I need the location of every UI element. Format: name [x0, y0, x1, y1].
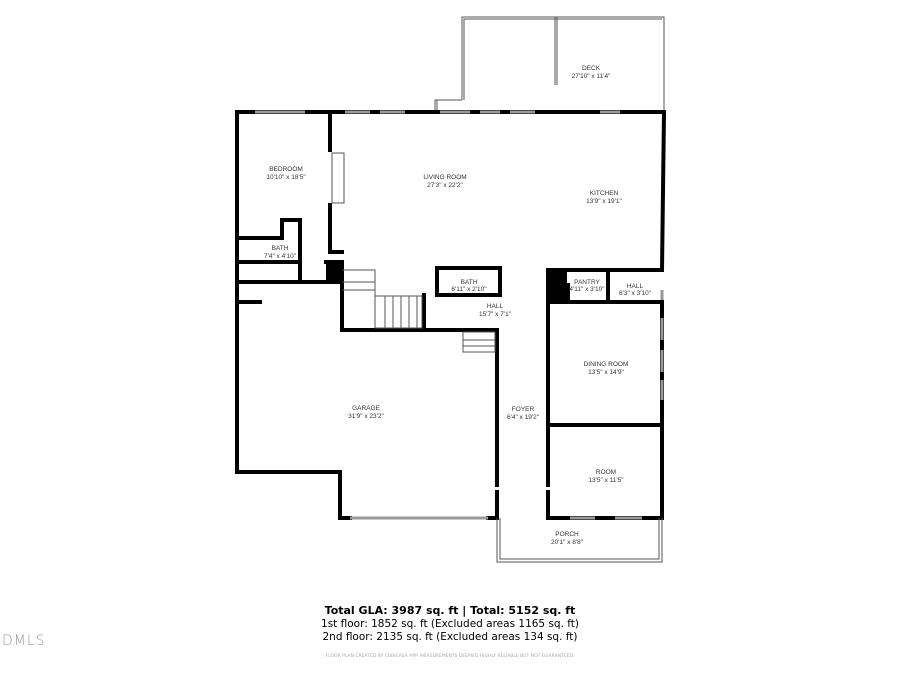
deck-outline — [434, 16, 665, 110]
windows — [255, 110, 664, 520]
stairs — [342, 269, 496, 353]
total-area: Total GLA: 3987 sq. ft | Total: 5152 sq.… — [324, 604, 576, 617]
walls — [235, 110, 667, 520]
pillar — [326, 262, 342, 282]
dmls-logo: DMLS — [2, 633, 46, 649]
disclaimer: FLOOR PLAN CREATED BY CUBICASA APP. MEAS… — [325, 654, 575, 659]
second-floor-area: 2nd floor: 2135 sq. ft (Excluded areas 1… — [322, 631, 578, 643]
first-floor-area: 1st floor: 1852 sq. ft (Excluded areas 1… — [321, 618, 579, 630]
porch-outline — [496, 518, 663, 563]
fireplace — [331, 152, 345, 204]
pillar — [549, 271, 567, 301]
